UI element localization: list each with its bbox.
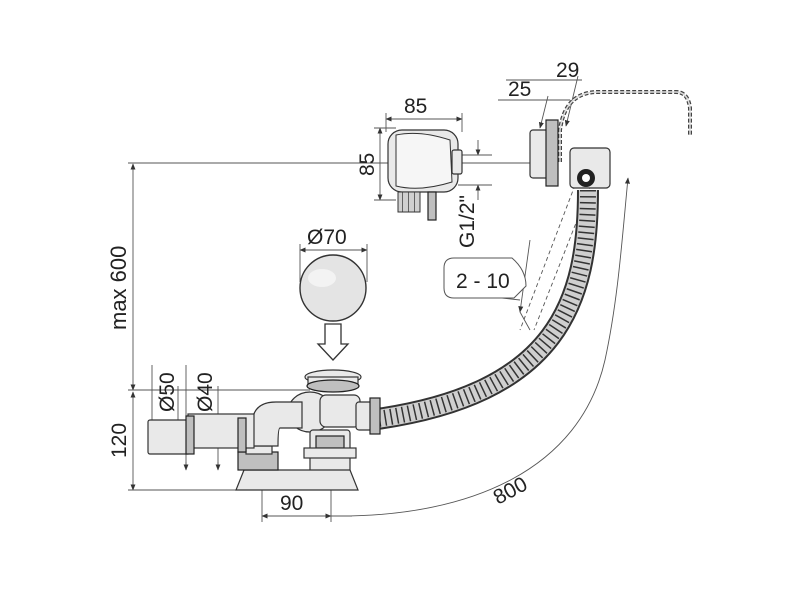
overflow-body bbox=[529, 119, 611, 189]
overflow-head bbox=[387, 129, 463, 221]
overflow-hose bbox=[368, 189, 599, 431]
height-120-label: 120 bbox=[108, 423, 131, 458]
dimension-25-label: 25 bbox=[508, 78, 531, 101]
max-height-label: max 600 bbox=[106, 246, 131, 330]
outlet-d50-label: Ø50 bbox=[156, 372, 179, 412]
cap-diameter-label: Ø70 bbox=[307, 226, 347, 249]
dimension-29-label: 29 bbox=[556, 59, 579, 82]
tub-thickness-tag: 2 - 10 bbox=[443, 257, 527, 299]
down-arrow-icon bbox=[316, 323, 350, 361]
dimension-lines bbox=[128, 75, 630, 522]
plug-cap bbox=[299, 254, 367, 322]
outlet-d40-label: Ø40 bbox=[194, 372, 217, 412]
operating-cable bbox=[558, 90, 692, 162]
thread-size-label: G1/2" bbox=[456, 195, 479, 248]
tub-thickness-label: 2 - 10 bbox=[456, 270, 510, 293]
overflow-width-label: 85 bbox=[404, 95, 427, 118]
overflow-height-label: 85 bbox=[356, 153, 379, 176]
offset-90-label: 90 bbox=[280, 492, 303, 515]
cable-length-label: 800 bbox=[490, 473, 532, 510]
waste-assembly bbox=[147, 369, 381, 491]
dimension-labels: 85 85 G1/2" Ø70 2 - 10 25 29 max 600 Ø50… bbox=[106, 59, 579, 515]
